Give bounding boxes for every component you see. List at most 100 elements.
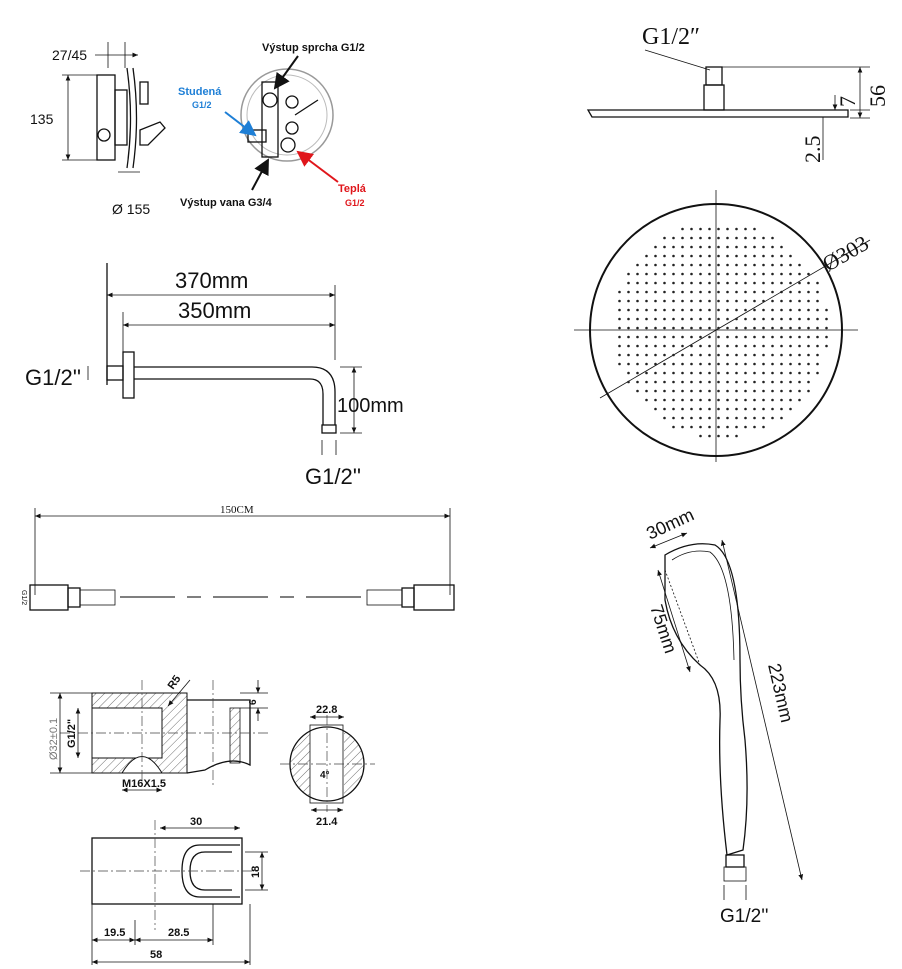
nozzle-dot [672,371,675,375]
nozzle-dot [816,335,819,339]
holder-angle: 4° [320,770,330,781]
nozzle-dot [762,290,765,294]
nozzle-dot [690,317,693,321]
nozzle-dot [717,317,720,321]
nozzle-dot [744,344,747,348]
nozzle-dot [762,407,765,411]
nozzle-dot [771,353,774,357]
nozzle-dot [717,362,720,366]
nozzle-dot [762,380,765,384]
nozzle-dot [735,416,738,420]
nozzle-dot [816,317,819,321]
shower-head-front-view: Ø303 [574,190,873,462]
nozzle-dot [672,353,675,357]
nozzle-dot [699,407,702,411]
nozzle-dot [789,290,792,294]
nozzle-dot [645,299,648,303]
nozzle-dot [771,344,774,348]
tub-outlet-label: Výstup vana G3/4 [180,197,273,209]
nozzle-dot [771,236,774,240]
nozzle-dot [807,326,810,330]
nozzle-dot [627,317,630,321]
nozzle-dot [708,281,711,285]
holder-plan-height: 18 [250,866,262,878]
nozzle-dot [753,308,756,312]
nozzle-dot [708,326,711,330]
nozzle-dot [663,380,666,384]
nozzle-dot [726,371,729,375]
nozzle-dot [717,236,720,240]
nozzle-dot [789,263,792,267]
nozzle-dot [744,263,747,267]
nozzle-dot [717,416,720,420]
nozzle-dot [753,353,756,357]
nozzle-dot [753,290,756,294]
nozzle-dot [753,425,756,429]
nozzle-dot [672,272,675,276]
nozzle-dot [690,308,693,312]
nozzle-dot [807,380,810,384]
nozzle-dot [717,389,720,393]
nozzle-dot [735,308,738,312]
nozzle-dot [663,317,666,321]
nozzle-dot [771,245,774,249]
nozzle-dot [645,380,648,384]
nozzle-dot [735,326,738,330]
nozzle-dot [771,254,774,258]
nozzle-dot [708,353,711,357]
nozzle-dot [681,326,684,330]
nozzle-dot [780,371,783,375]
nozzle-dot [762,326,765,330]
holder-offset-1: 19.5 [104,927,125,939]
nozzle-dot [762,299,765,303]
nozzle-dot [798,290,801,294]
nozzle-dot [645,290,648,294]
nozzle-dot [645,272,648,276]
nozzle-dot [699,308,702,312]
nozzle-dot [771,389,774,393]
nozzle-dot [699,362,702,366]
nozzle-dot [753,263,756,267]
nozzle-dot [672,299,675,303]
nozzle-dot [780,398,783,402]
nozzle-dot [672,344,675,348]
nozzle-dot [699,326,702,330]
nozzle-dot [753,362,756,366]
nozzle-dot [663,254,666,258]
nozzle-dot [708,254,711,258]
nozzle-dot [654,290,657,294]
nozzle-dot [690,398,693,402]
nozzle-dot [708,263,711,267]
nozzle-dot [726,362,729,366]
nozzle-dot [735,380,738,384]
nozzle-dot [636,362,639,366]
nozzle-dot [753,281,756,285]
nozzle-dot [708,317,711,321]
nozzle-dot [663,416,666,420]
nozzle-dot [798,281,801,285]
nozzle-dot [789,380,792,384]
nozzle-dot [753,272,756,276]
nozzle-dot [690,272,693,276]
nozzle-dot [663,290,666,294]
nozzle-dot [807,317,810,321]
nozzle-dot [780,389,783,393]
mixer-connections-diagram: Výstup sprcha G1/2 Studená G1/2 Výstup v… [178,42,367,209]
nozzle-dot [816,362,819,366]
nozzle-dot [780,317,783,321]
shower-outlet-label: Výstup sprcha G1/2 [262,42,365,54]
holder-plan-width: 30 [190,816,202,828]
holder-offset-2: 28.5 [168,927,189,939]
nozzle-dot [654,272,657,276]
nozzle-dot [771,308,774,312]
nozzle-dot [735,281,738,285]
nozzle-dot [654,326,657,330]
nozzle-dot [735,290,738,294]
nozzle-dot [717,398,720,402]
nozzle-dot [744,236,747,240]
nozzle-dot [789,299,792,303]
nozzle-dot [645,281,648,285]
nozzle-dot [654,281,657,285]
nozzle-dot [789,398,792,402]
mixer-height-label: 135 [30,111,54,127]
